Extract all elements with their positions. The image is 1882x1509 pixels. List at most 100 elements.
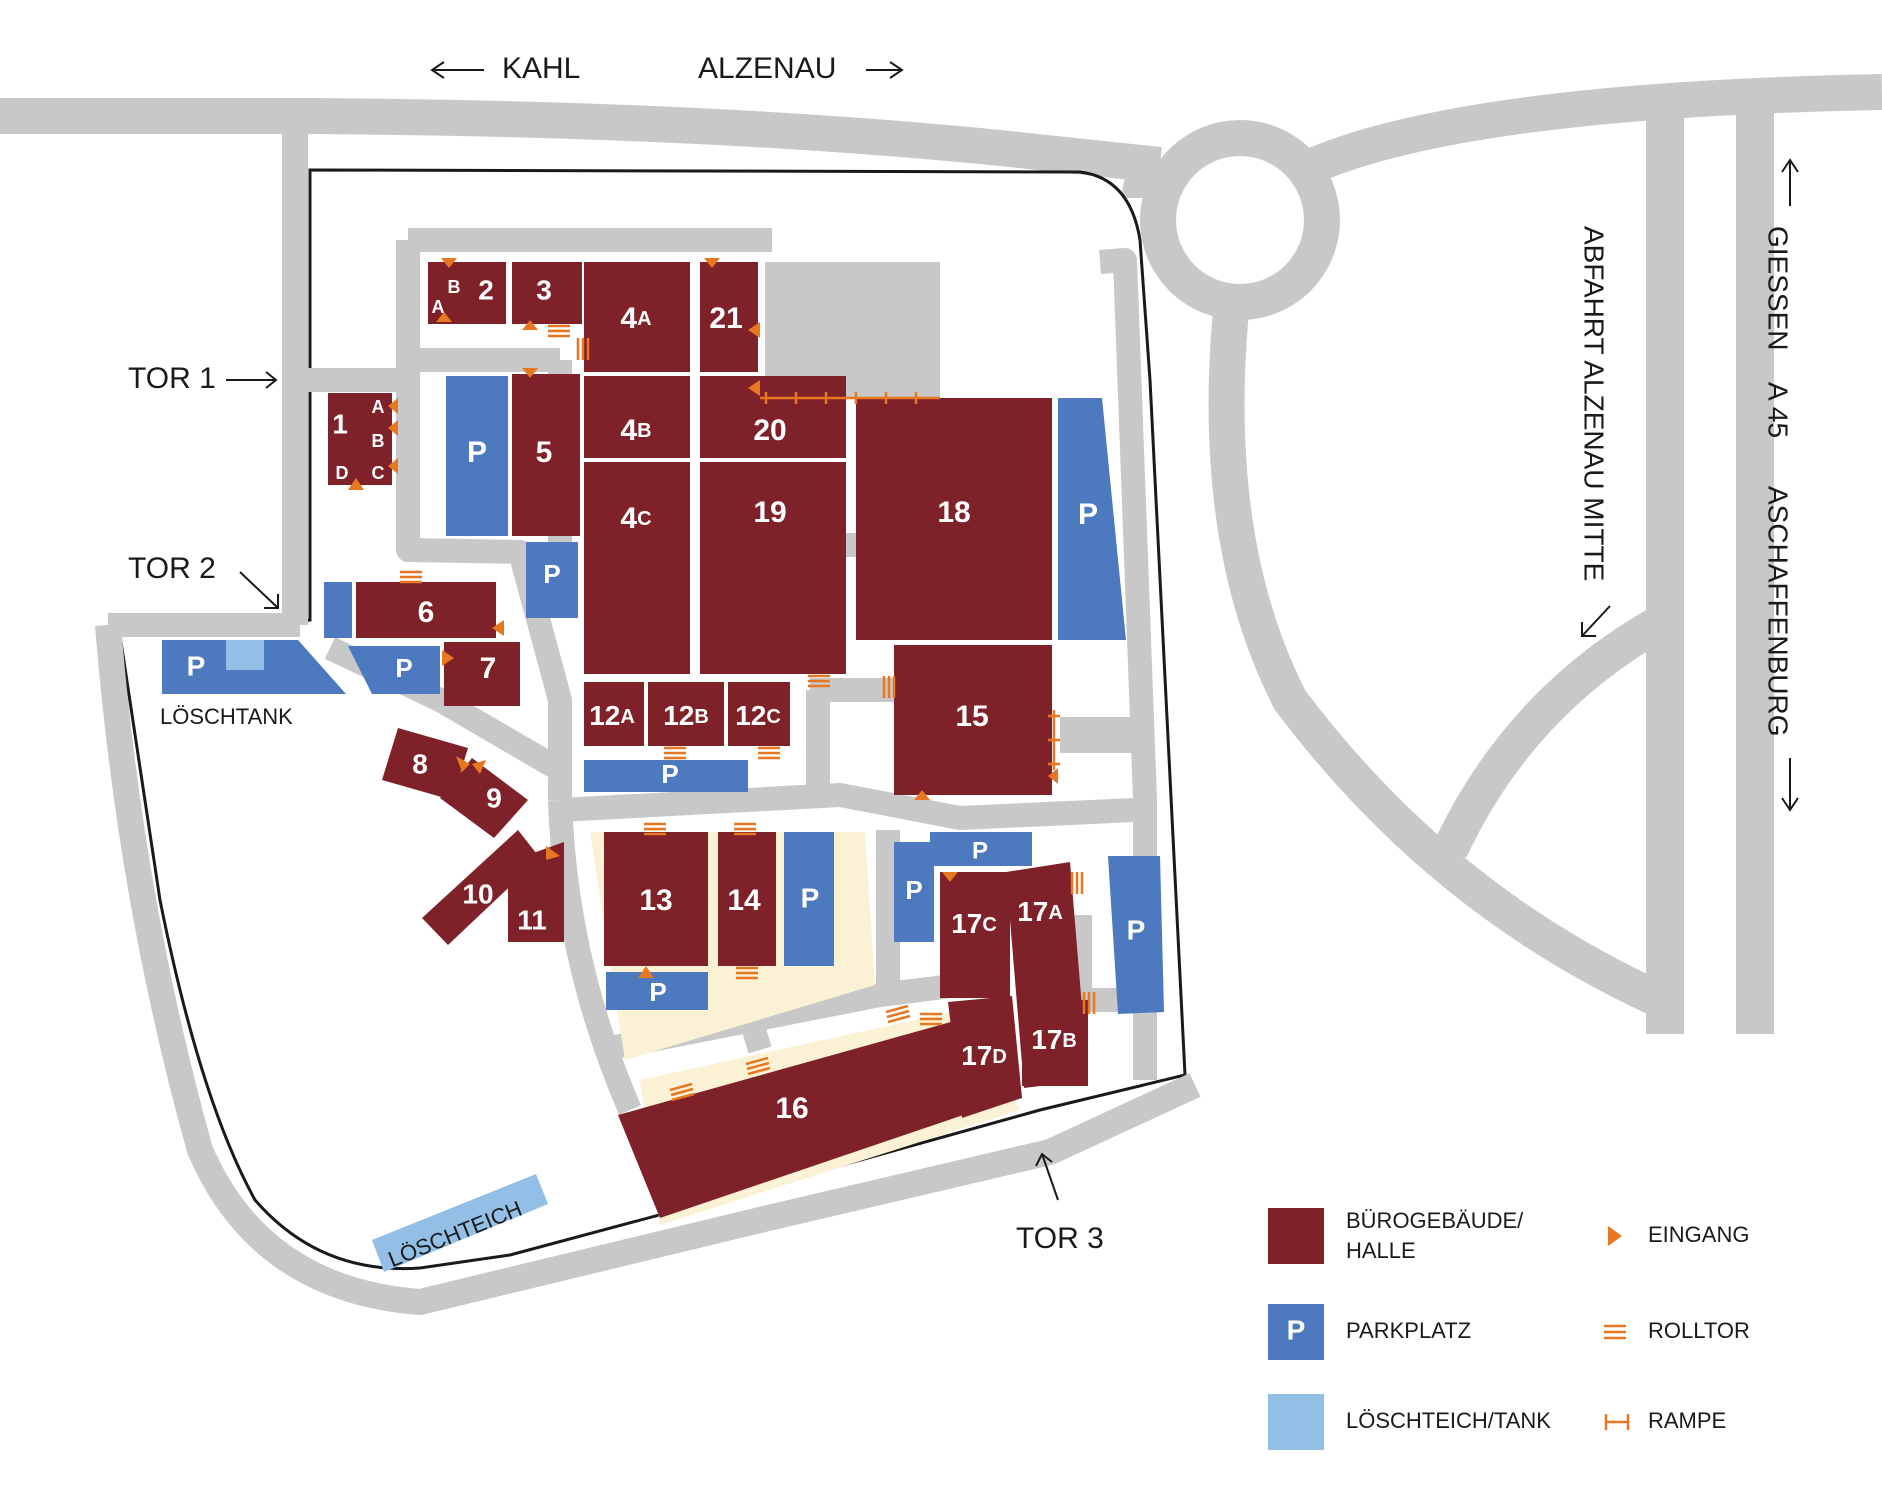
label-building-1-a: A (372, 397, 385, 417)
entrance-icon (388, 458, 398, 474)
legend-parking-p: P (1287, 1314, 1306, 1345)
entrance-icon (388, 420, 398, 436)
legend-swatch-parking (1268, 1304, 1324, 1360)
external-roads (0, 74, 1882, 1034)
parking-label: P (661, 759, 678, 789)
parking-tor2[interactable] (324, 582, 352, 638)
arrow-down-icon (1781, 758, 1799, 812)
arrow-left-icon (430, 61, 484, 79)
legend-rolltor: ROLLTOR (1648, 1318, 1750, 1343)
loeschtank-area[interactable] (226, 640, 264, 670)
label-building-16: 16 (775, 1092, 808, 1125)
entrance-icon (441, 258, 457, 268)
building-13[interactable] (604, 832, 708, 966)
label-building-17d: 17D (961, 1040, 1007, 1071)
building-4b[interactable] (584, 376, 690, 458)
building-12b[interactable] (648, 682, 724, 746)
legend-swatch-building (1268, 1208, 1324, 1264)
building-4a[interactable] (584, 262, 690, 372)
building-labels: 1 A B C D 2 A B 3 4A 4B 4C 5 6 7 8 9 10 … (332, 274, 1077, 1125)
parking-17c-west[interactable] (894, 842, 934, 942)
loeschteich-area[interactable] (372, 1174, 548, 1272)
parking-near-4c[interactable] (526, 542, 578, 618)
direction-arrows (226, 61, 1799, 1201)
entrance-markers (348, 258, 1058, 978)
building-14[interactable] (718, 832, 776, 966)
rampe-markers (760, 392, 1060, 770)
building-2[interactable] (428, 262, 506, 324)
building-18[interactable] (856, 398, 1052, 640)
parking-label: P (649, 977, 666, 1007)
building-15[interactable] (894, 645, 1052, 795)
building-1[interactable] (328, 393, 392, 485)
entrance-icon (748, 380, 760, 396)
arrow-right-icon (866, 61, 904, 79)
building-8[interactable] (382, 728, 468, 800)
water-areas (226, 640, 548, 1272)
legend-building-line2: HALLE (1346, 1238, 1416, 1263)
building-17b-spacer (1022, 1000, 1088, 1086)
label-loeschtank: LÖSCHTANK (160, 704, 293, 729)
label-building-2: 2 (478, 274, 494, 305)
label-building-17a: 17A (1017, 896, 1063, 927)
legend-entrance: EINGANG (1648, 1222, 1749, 1247)
label-building-4c: 4C (620, 502, 651, 535)
parking-label: P (1078, 498, 1098, 531)
label-building-12c: 12C (735, 700, 781, 731)
entrance-icon (522, 368, 538, 378)
building-5[interactable] (512, 374, 580, 536)
label-building-12a: 12A (589, 700, 635, 731)
parking-14[interactable] (784, 832, 834, 966)
label-kahl: KAHL (502, 52, 580, 85)
building-6[interactable] (356, 582, 496, 638)
legend-rampe-icon (1604, 1414, 1630, 1430)
label-building-9: 9 (486, 782, 502, 813)
label-building-2-a: A (432, 297, 445, 317)
building-12a[interactable] (584, 682, 644, 746)
building-3[interactable] (512, 262, 582, 324)
parking-label: P (1127, 914, 1146, 945)
label-building-7: 7 (480, 652, 497, 685)
parking-7[interactable] (348, 646, 440, 694)
label-building-19: 19 (753, 496, 786, 529)
building-10[interactable] (422, 830, 540, 945)
label-building-21: 21 (709, 302, 742, 335)
parking-label: P (187, 650, 206, 681)
label-building-2-b: B (448, 277, 461, 297)
building-17c[interactable] (940, 872, 1010, 998)
building-17d[interactable] (948, 996, 1022, 1118)
parking-5[interactable] (446, 376, 508, 536)
parking-17a[interactable] (1108, 856, 1164, 1014)
building-9[interactable] (440, 758, 528, 838)
legend-rolltor-icon (1604, 1324, 1626, 1340)
building-7[interactable] (444, 642, 520, 706)
parking-18[interactable] (1058, 398, 1126, 640)
entrance-icon (492, 620, 504, 636)
label-building-15: 15 (955, 700, 988, 733)
entrance-icon (1048, 768, 1058, 784)
building-12c[interactable] (728, 682, 790, 746)
parking-label: P (467, 436, 487, 469)
entrance-icon (436, 312, 452, 322)
building-19[interactable] (700, 462, 846, 674)
rolltor-markers (400, 324, 1096, 1102)
parking-label: P (905, 875, 922, 905)
legend-entrance-icon (1608, 1226, 1622, 1246)
label-building-8: 8 (412, 748, 428, 779)
label-building-13: 13 (639, 884, 672, 917)
parking-13[interactable] (606, 972, 708, 1010)
building-11[interactable] (508, 842, 564, 942)
building-4c[interactable] (584, 462, 690, 674)
entrance-icon (456, 756, 470, 772)
label-building-3: 3 (536, 274, 552, 305)
entrance-icon (546, 846, 560, 860)
entrance-icon (914, 790, 930, 800)
building-20[interactable] (700, 376, 846, 458)
label-building-17b: 17B (1031, 1024, 1077, 1055)
label-giessen: GIESSEN (1763, 226, 1794, 350)
parking-17c-north[interactable] (930, 832, 1032, 866)
building-21[interactable] (700, 262, 758, 372)
label-building-12b: 12B (663, 700, 709, 731)
parking-12[interactable] (584, 760, 748, 792)
building-16[interactable] (618, 1020, 978, 1218)
